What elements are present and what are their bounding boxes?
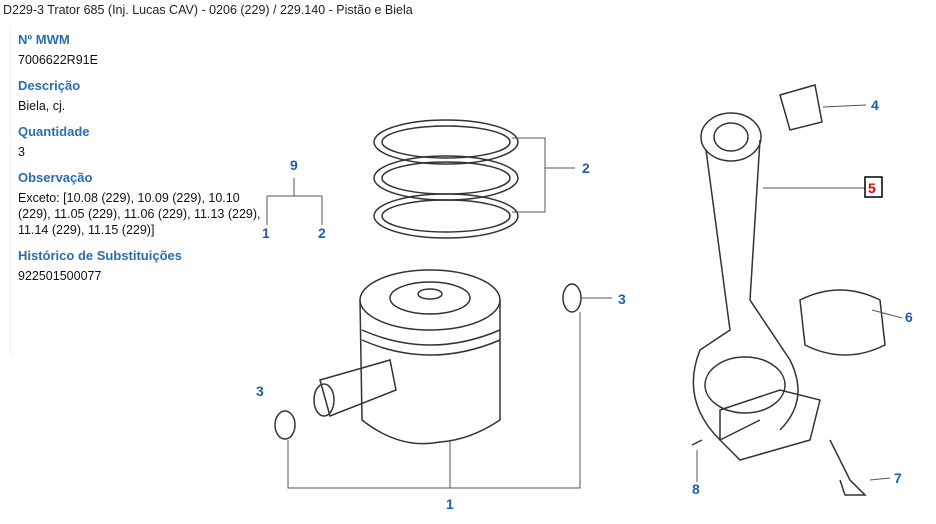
value-quantity: 3 bbox=[18, 145, 25, 159]
label-description: Descrição bbox=[18, 78, 81, 93]
callout-7[interactable]: 7 bbox=[894, 470, 902, 486]
callout-1-kit[interactable]: 1 bbox=[262, 225, 270, 241]
circlip-left-drawing bbox=[274, 410, 296, 440]
circlip-right-drawing bbox=[562, 283, 582, 313]
bolt-drawing bbox=[829, 439, 867, 496]
piston-rings-drawing bbox=[373, 119, 519, 239]
value-replacement-history: 922501500077 bbox=[18, 269, 102, 283]
callout-1[interactable]: 1 bbox=[446, 496, 454, 512]
callout-2-kit[interactable]: 2 bbox=[318, 225, 326, 241]
pin-drawing bbox=[691, 439, 703, 446]
callout-9[interactable]: 9 bbox=[290, 157, 298, 173]
label-mwm: Nº MWM bbox=[18, 32, 70, 47]
value-observation: Exceto: [10.08 (229), 10.09 (229), 10.10… bbox=[18, 191, 261, 237]
label-replacement-history: Histórico de Substituições bbox=[18, 248, 182, 263]
breadcrumb: D229-3 Trator 685 (Inj. Lucas CAV) - 020… bbox=[3, 3, 413, 17]
label-observation: Observação bbox=[18, 170, 93, 185]
value-description: Biela, cj. bbox=[18, 99, 66, 113]
leader-lines bbox=[266, 104, 903, 489]
callout-5-selected[interactable]: 5 bbox=[868, 180, 876, 196]
label-quantity: Quantidade bbox=[18, 124, 90, 139]
piston-drawing bbox=[313, 269, 501, 445]
part-details-panel: Nº MWM 7006622R91E Descrição Biela, cj. … bbox=[10, 26, 268, 356]
callout-8[interactable]: 8 bbox=[692, 481, 700, 497]
callout-4[interactable]: 4 bbox=[871, 97, 879, 113]
callout-2[interactable]: 2 bbox=[582, 160, 590, 176]
bushing-drawing bbox=[779, 84, 823, 131]
callout-3-right[interactable]: 3 bbox=[618, 291, 626, 307]
connecting-rod-drawing bbox=[692, 112, 821, 461]
bearing-shell-drawing bbox=[799, 289, 886, 356]
value-mwm: 7006622R91E bbox=[18, 53, 98, 67]
callout-6[interactable]: 6 bbox=[905, 309, 913, 325]
selected-callout-box bbox=[864, 176, 883, 198]
callout-3-left[interactable]: 3 bbox=[256, 383, 264, 399]
